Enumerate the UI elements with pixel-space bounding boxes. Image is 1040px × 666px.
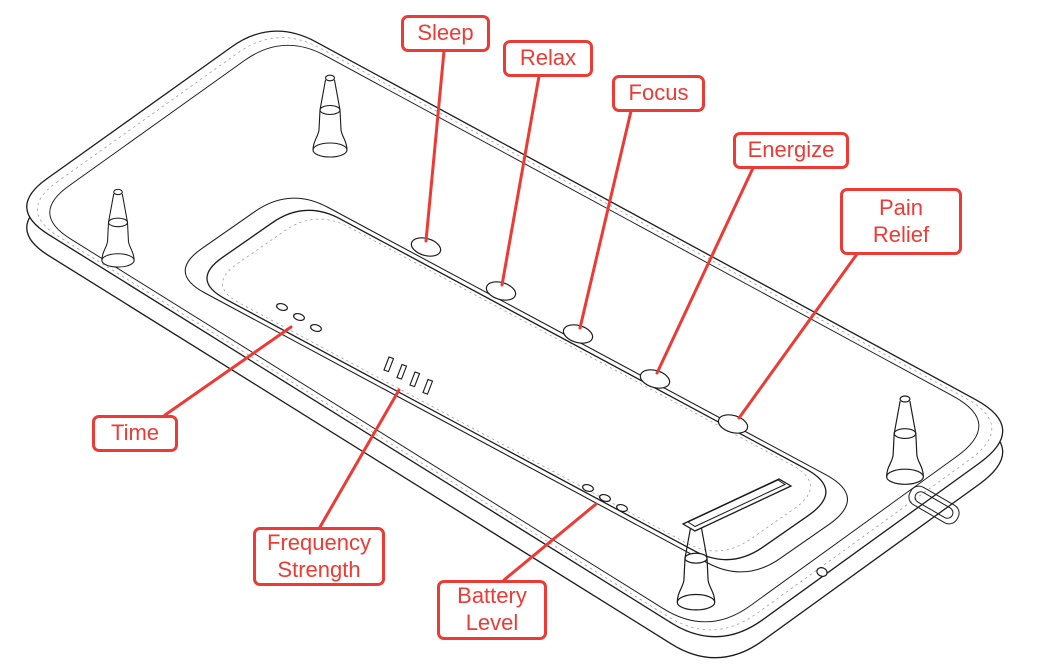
side-port (908, 485, 960, 525)
battery-led-hole (616, 503, 628, 513)
side-port-inner (914, 491, 954, 519)
callout-pain-relief: Pain Relief (840, 188, 962, 255)
frequency-strength-slots (383, 356, 434, 395)
leader-relax (500, 74, 541, 287)
callout-focus: Focus (612, 75, 705, 112)
callout-pain-relief-label: Pain Relief (872, 194, 930, 247)
leader-focus (578, 109, 633, 330)
mode-hole-sleep (410, 237, 442, 257)
callout-frequency-strength: Frequency Strength (253, 527, 385, 586)
callout-focus-label: Focus (628, 80, 689, 106)
leader-lines (163, 49, 859, 582)
callout-relax: Relax (503, 40, 593, 77)
leader-pain-relief (737, 252, 859, 420)
battery-led-hole (599, 493, 611, 503)
callout-battery-level-label: Battery Level (457, 583, 527, 635)
battery-led-hole (582, 483, 594, 493)
leader-battery-level (502, 502, 598, 582)
leader-sleep (424, 49, 446, 243)
mode-hole-pain-relief (717, 414, 749, 434)
callout-relax-label: Relax (519, 45, 577, 71)
callout-time-label: Time (110, 420, 160, 446)
battery-led-holes (582, 483, 628, 513)
callout-energize-label: Energize (747, 137, 835, 163)
floor-slot-inner (686, 479, 787, 528)
callout-time: Time (92, 415, 178, 452)
side-port-outer (908, 485, 960, 525)
leader-energize (655, 166, 755, 375)
leader-frequency-strength (318, 388, 401, 529)
time-led-hole (293, 312, 305, 322)
leader-time (163, 325, 293, 417)
time-led-hole (276, 302, 288, 312)
time-led-holes (276, 302, 322, 333)
callout-sleep-label: Sleep (417, 20, 474, 46)
callout-sleep: Sleep (401, 15, 490, 52)
callout-battery-level: Battery Level (437, 580, 547, 640)
callout-energize: Energize (733, 132, 849, 169)
side-wall-hole (816, 567, 828, 577)
mode-holes (410, 237, 749, 434)
callout-frequency-strength-label: Frequency Strength (267, 529, 371, 582)
time-led-hole (310, 323, 322, 333)
